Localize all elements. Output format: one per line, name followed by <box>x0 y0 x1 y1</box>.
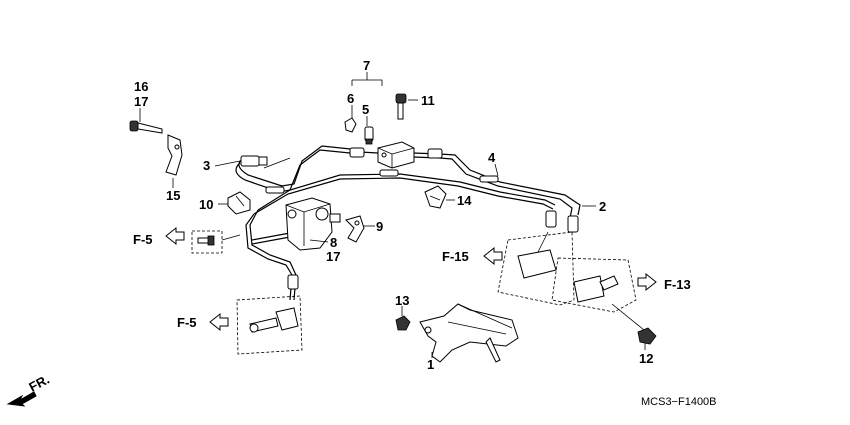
ref-label-f13: F-13 <box>664 277 691 292</box>
callout-17b: 17 <box>326 249 340 264</box>
callout-15: 15 <box>166 188 180 203</box>
front-direction-arrow <box>6 391 37 407</box>
ref-arrow-f13 <box>637 272 657 292</box>
callout-12: 12 <box>639 351 653 366</box>
callout-labels: 16 17 3 15 10 7 6 5 11 4 2 14 9 8 17 13 … <box>134 58 653 372</box>
ref-label-f5-bottom: F-5 <box>177 315 197 330</box>
pipe-bracket <box>419 303 519 363</box>
callout-16: 16 <box>134 79 148 94</box>
valve-stay <box>345 215 365 243</box>
callout-5: 5 <box>362 102 369 117</box>
callout-13: 13 <box>395 293 409 308</box>
mounting-screw <box>191 230 241 254</box>
ref-arrow-f15 <box>483 246 503 266</box>
callout-9: 9 <box>376 219 383 234</box>
flange-nut-12 <box>637 327 657 345</box>
three-way-joint <box>377 141 415 169</box>
callout-8: 8 <box>330 235 337 250</box>
diagram-code: MCS3−F1400B <box>641 396 717 408</box>
pipe-fittings <box>240 147 579 290</box>
callout-3: 3 <box>203 158 210 173</box>
pipe-holder-clamp <box>424 185 447 209</box>
callout-4: 4 <box>488 150 496 165</box>
bolt-and-bracket <box>129 120 183 176</box>
joint-bolt <box>395 93 407 120</box>
ref-label-f15: F-15 <box>442 249 469 264</box>
caliper-connection-f15 <box>497 231 575 306</box>
callout-7: 7 <box>363 58 370 73</box>
pipe-clamp <box>227 191 251 215</box>
callout-10: 10 <box>199 197 213 212</box>
callout-11: 11 <box>421 93 435 108</box>
caliper-connection-left <box>236 295 303 355</box>
callout-2: 2 <box>599 199 606 214</box>
caliper-connection-f13 <box>551 257 637 313</box>
reference-labels: F-5 F-5 F-15 F-13 FR. MCS3−F1400B <box>26 232 716 408</box>
flange-nut <box>395 315 411 331</box>
ref-arrow-f5-left <box>165 226 185 246</box>
ref-arrow-f5-bottom <box>209 312 229 332</box>
callout-1: 1 <box>427 357 434 372</box>
callout-17: 17 <box>134 94 148 109</box>
callout-6: 6 <box>347 91 354 106</box>
proportioning-control-valve <box>285 197 341 251</box>
callout-14: 14 <box>457 193 472 208</box>
leader-lines <box>139 72 646 358</box>
front-direction-label: FR. <box>26 372 52 395</box>
ref-label-f5-left: F-5 <box>133 232 153 247</box>
brake-switch <box>344 117 374 145</box>
